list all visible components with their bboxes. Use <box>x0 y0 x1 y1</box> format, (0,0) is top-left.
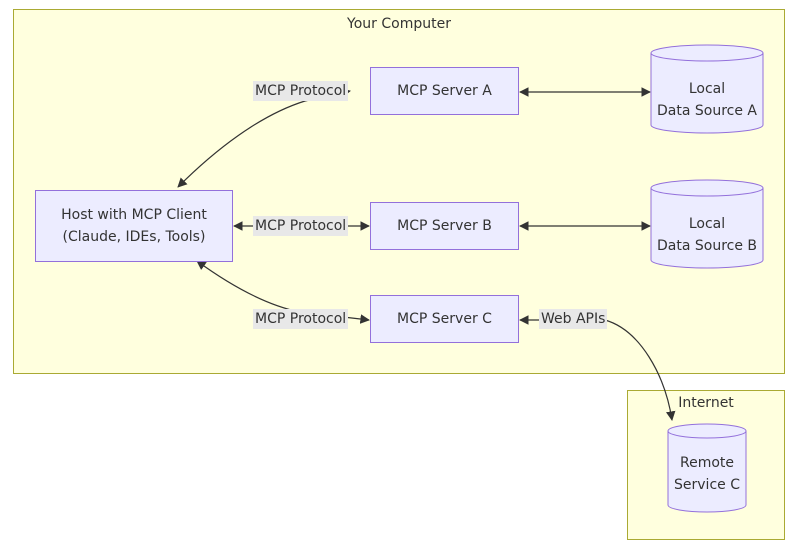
remote-service-c-cylinder <box>667 423 747 513</box>
edge-label-mcp-protocol-c: MCP Protocol <box>253 309 349 329</box>
host-node-line-1: Host with MCP Client <box>61 207 207 223</box>
data-source-a-line-2: Data Source A <box>657 103 757 119</box>
remote-service-c-line-2: Service C <box>674 477 740 493</box>
host-node: Host with MCP Client (Claude, IDEs, Tool… <box>35 190 233 262</box>
edge-label-web-apis: Web APIs <box>539 309 608 329</box>
edge-label-mcp-protocol-a: MCP Protocol <box>253 81 349 101</box>
edge-label-mcp-protocol-b: MCP Protocol <box>253 216 349 236</box>
edge-server-c-remote <box>519 315 676 421</box>
remote-service-c-label: Remote Service C <box>668 452 746 496</box>
remote-service-c-line-1: Remote <box>679 455 735 471</box>
mcp-server-a-node: MCP Server A <box>370 67 519 115</box>
mcp-server-b-label: MCP Server B <box>397 218 492 234</box>
data-source-a-line-1: Local <box>688 81 726 97</box>
data-source-b-cylinder <box>650 179 764 269</box>
data-source-b-line-1: Local <box>688 216 726 232</box>
host-node-line-2: (Claude, IDEs, Tools) <box>62 229 206 245</box>
mcp-server-c-label: MCP Server C <box>397 311 492 327</box>
cluster-title-your-computer: Your Computer <box>347 16 451 32</box>
mcp-server-a-label: MCP Server A <box>397 83 492 99</box>
edge-host-server-a <box>177 88 351 188</box>
cluster-title-internet: Internet <box>678 395 734 411</box>
data-source-a-label: Local Data Source A <box>651 78 763 122</box>
mcp-server-b-node: MCP Server B <box>370 202 519 250</box>
data-source-a-cylinder <box>650 44 764 134</box>
data-source-b-line-2: Data Source B <box>656 238 758 254</box>
mcp-server-c-node: MCP Server C <box>370 295 519 343</box>
data-source-b-label: Local Data Source B <box>651 213 763 257</box>
